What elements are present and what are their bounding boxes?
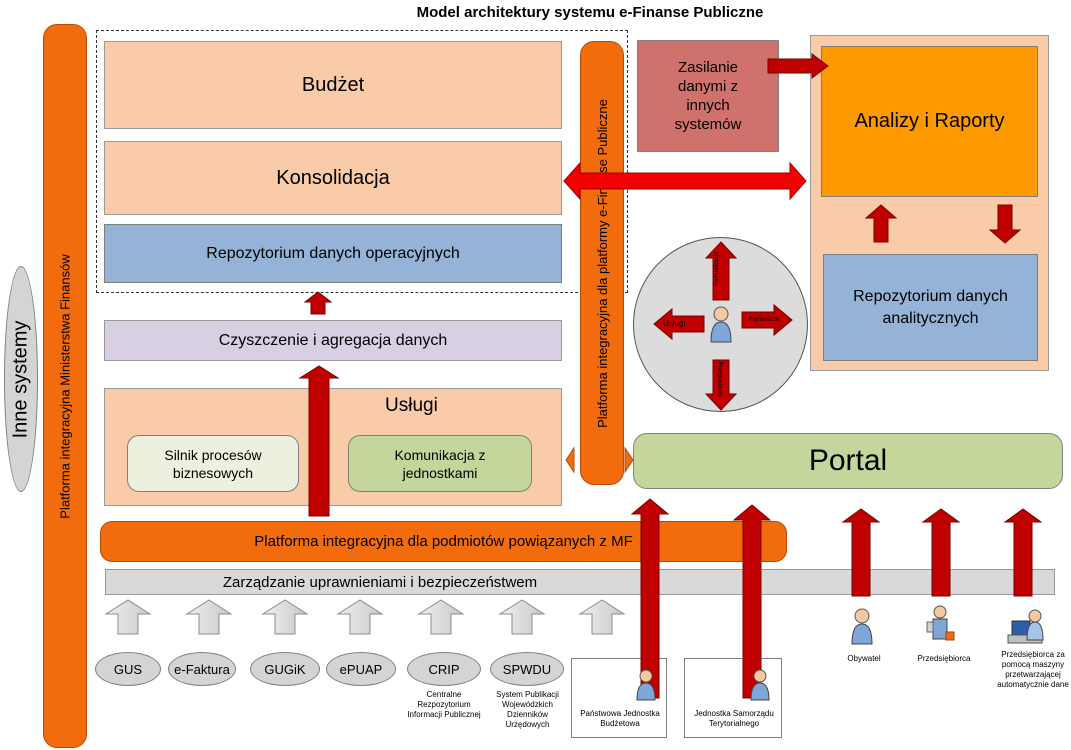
arrow-analizy-repo-down [988, 204, 1022, 244]
source-e-faktura[interactable]: e-Faktura [168, 652, 236, 686]
analizy-label: Analizy i Raporty [854, 110, 1005, 132]
arrow-zasilanie-analizy [767, 53, 829, 79]
spwdu-caption: System Publikacji Wojewódzkich Dziennikó… [496, 690, 559, 729]
zarzadzanie-label: Zarządzanie uprawnieniami i bezpieczeńst… [222, 573, 538, 591]
person-icon-jst [750, 669, 770, 701]
komunikacja-label: Komunikacja z jednostkami [394, 446, 486, 481]
platforma-mf-bar[interactable]: Platforma integracyjna Ministerstwa Fina… [43, 24, 87, 748]
uslugi-label: Usługi [385, 395, 438, 416]
arrow-uslugi-czyszczenie [298, 365, 340, 517]
analizy-box[interactable]: Analizy i Raporty [821, 46, 1038, 197]
up-arrow-gus [104, 599, 152, 635]
platforma-podmioty-bar[interactable]: Platforma integracyjna dla podmiotów pow… [100, 521, 787, 562]
actor-przedsiebiorca-label: Przedsiębiorca [917, 654, 971, 663]
czyszczenie-label: Czyszczenie i agregacja danych [218, 331, 448, 349]
crip-caption: Centralne Rezpozytorium Informacji Publi… [407, 690, 481, 719]
circle-label-bottom: Przeglądanie [716, 361, 723, 397]
circle-arrow-down [704, 359, 738, 411]
diagram-title: Model architektury systemu e-Finanse Pub… [416, 4, 764, 21]
person-icon [710, 306, 732, 343]
up-arrow-epuap [336, 599, 384, 635]
source-label: e-Faktura [174, 661, 230, 677]
arrow-repo-analizy-up [864, 204, 898, 243]
budzet-label: Budżet [301, 73, 365, 96]
platforma-podmioty-label: Platforma integracyjna dla podmiotów pow… [254, 533, 633, 550]
komunikacja-box[interactable]: Komunikacja z jednostkami [348, 435, 532, 492]
circle-arrow-left [653, 307, 705, 341]
unit-label: Państwowa Jednostka Budżetowa [580, 709, 660, 728]
up-arrow-gugik [261, 599, 309, 635]
up-arrow-crip [417, 599, 465, 635]
source-label: SPWDU [502, 661, 552, 677]
repozytorium-operacyjne-label: Repozytorium danych operacyjnych [206, 244, 460, 262]
portal-box[interactable]: Portal [633, 433, 1063, 489]
konsolidacja-box[interactable]: Konsolidacja [104, 141, 562, 215]
obywatel-icon [851, 608, 873, 645]
arrow-platforma-portal-left [565, 446, 575, 474]
source-label: GUS [113, 661, 143, 677]
silnik-label: Silnik procesów biznesowych [164, 446, 262, 481]
source-label: CRIP [428, 661, 460, 677]
arrow-konsolidacja-analizy [563, 161, 807, 201]
arrow-platforma-portal-right [624, 446, 634, 474]
arrow-maszyna-portal [1003, 508, 1043, 597]
actor-maszyna-label: Przedsiębiorca za pomocą maszyny przetwa… [997, 650, 1069, 689]
source-up-arrows [104, 599, 626, 635]
inne-systemy-ellipse[interactable]: Inne systemy [4, 266, 38, 492]
repozytorium-analityczne-box[interactable]: Repozytorium danych analitycznych [823, 254, 1038, 361]
portal-label: Portal [808, 444, 888, 477]
source-epuap[interactable]: ePUAP [326, 652, 396, 686]
source-spwdu[interactable]: SPWDU [490, 652, 564, 686]
zarzadzanie-bar[interactable]: Zarządzanie uprawnieniami i bezpieczeńst… [105, 569, 1055, 595]
circle-arrow-right [741, 303, 793, 337]
source-gus[interactable]: GUS [95, 652, 161, 686]
zasilanie-box[interactable]: Zasilanie danymi z innych systemów [637, 40, 779, 152]
circle-arrow-up [704, 241, 738, 301]
up-arrow-spwdu [498, 599, 546, 635]
arrow-obywatel-portal [841, 508, 881, 597]
circle-label-left: Usługi [663, 319, 686, 328]
actor-obywatel-label: Obywatel [847, 654, 881, 663]
maszyna-icon [1007, 609, 1044, 644]
person-icon-pjb [636, 669, 656, 701]
repozytorium-analityczne-label: Repozytorium danych analitycznych [853, 287, 1008, 327]
arrow-jst-portal [732, 504, 772, 699]
source-label: ePUAP [339, 661, 383, 677]
up-arrow-extra [578, 599, 626, 635]
budzet-box[interactable]: Budżet [104, 41, 562, 129]
uslugi-box[interactable]: Usługi Silnik procesów biznesowych Komun… [104, 388, 562, 506]
platforma-efp-bar[interactable]: Platforma integracyjna dla platformy e-F… [580, 41, 624, 485]
silnik-box[interactable]: Silnik procesów biznesowych [127, 435, 299, 492]
repozytorium-operacyjne-box[interactable]: Repozytorium danych operacyjnych [104, 224, 562, 283]
core-group-border [96, 30, 628, 293]
arrow-pjb-portal [630, 498, 670, 699]
source-gugik[interactable]: GUGiK [250, 652, 320, 686]
przedsiebiorca-icon [926, 605, 955, 641]
up-arrow-e-faktura [185, 599, 233, 635]
arrow-przedsiebiorca-portal [921, 508, 961, 597]
circle-label-right: Formularze [749, 317, 780, 323]
source-label: GUGiK [264, 661, 306, 677]
source-crip[interactable]: CRIP [407, 652, 481, 686]
czyszczenie-box[interactable]: Czyszczenie i agregacja danych [104, 320, 562, 361]
konsolidacja-label: Konsolidacja [276, 166, 390, 189]
arrow-czyszczenie-repozytorium [303, 291, 333, 315]
circle-label-top: Komunikacja [714, 251, 721, 287]
zasilanie-label: Zasilanie danymi z innych systemów [674, 59, 742, 133]
unit-label: Jednostka Samorządu Terytorialnego [694, 709, 774, 728]
